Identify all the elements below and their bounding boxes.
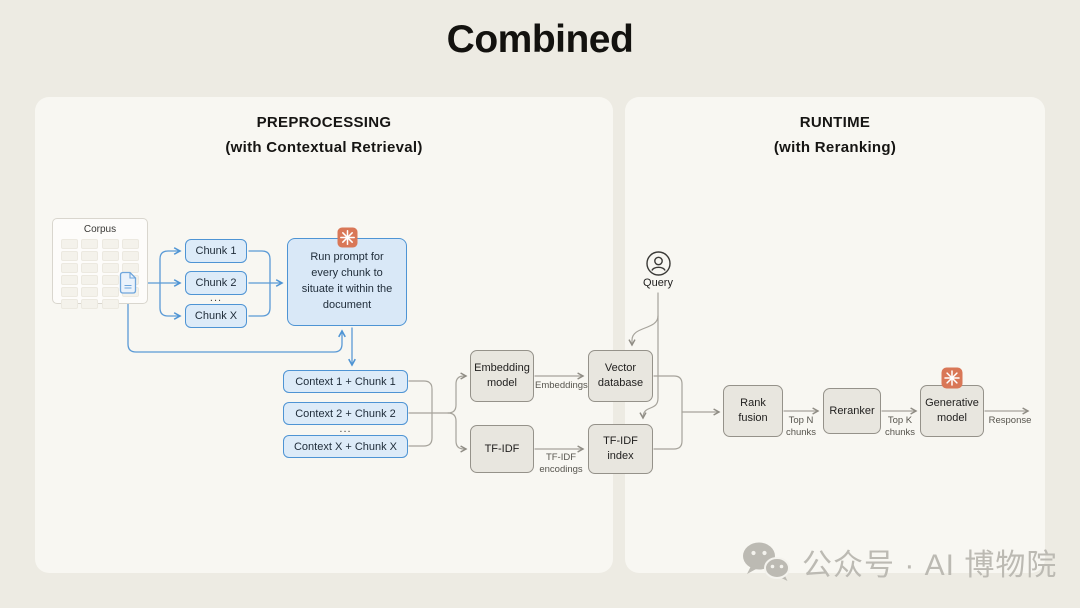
document-icon: [119, 271, 137, 294]
context-1-label: Context 1 + Chunk 1: [295, 375, 396, 388]
tfidf-index-label: TF-IDF index: [603, 435, 638, 462]
context-x-box: Context X + Chunk X: [283, 435, 408, 458]
chunk-x-label: Chunk X: [194, 310, 238, 322]
query-label: Query: [643, 277, 673, 289]
tfidf-index-box: TF-IDF index: [588, 424, 653, 474]
claude-spark-icon: [941, 367, 963, 389]
reranker-box: Reranker: [823, 388, 881, 434]
rank-fusion-box: Rank fusion: [723, 385, 783, 437]
context-2-label: Context 2 + Chunk 2: [295, 407, 396, 420]
context-1-box: Context 1 + Chunk 1: [283, 370, 408, 393]
claude-spark-icon: [337, 227, 358, 248]
query-user-icon: [646, 251, 671, 276]
run-prompt-box: Run prompt for every chunk to situate it…: [287, 238, 407, 326]
vector-database-label: Vector database: [597, 362, 644, 389]
vector-database-box: Vector database: [588, 350, 653, 402]
top-k-chunks-label: Top K chunks: [884, 415, 916, 439]
chunk-x-box: Chunk X: [185, 304, 247, 328]
watermark: 公众号 · AI 博物院: [740, 540, 1057, 584]
chunk-1-label: Chunk 1: [195, 245, 237, 257]
chunk-2-label: Chunk 2: [195, 277, 237, 289]
embedding-model-label: Embedding model: [474, 362, 530, 389]
tfidf-encodings-arrow-label: TF-IDF encodings: [539, 452, 583, 476]
preprocessing-title: PREPROCESSING: [256, 114, 392, 131]
runtime-panel: RUNTIME (with Reranking): [625, 97, 1045, 573]
tfidf-label: TF-IDF: [484, 442, 520, 455]
context-x-label: Context X + Chunk X: [293, 440, 398, 453]
tfidf-box: TF-IDF: [470, 425, 534, 473]
preprocessing-panel: PREPROCESSING (with Contextual Retrieval…: [35, 97, 613, 573]
run-prompt-label: Run prompt for every chunk to situate it…: [301, 251, 393, 311]
corpus-box: Corpus: [52, 218, 148, 309]
response-label: Response: [988, 415, 1032, 426]
preprocessing-subtitle: (with Contextual Retrieval): [225, 138, 423, 156]
page-title: Combined: [446, 18, 634, 61]
chunk-1-box: Chunk 1: [185, 239, 247, 263]
watermark-text: 公众号 · AI 博物院: [802, 549, 1058, 582]
reranker-label: Reranker: [829, 404, 875, 417]
wechat-icon: [743, 542, 790, 581]
runtime-subtitle: (with Reranking): [773, 138, 897, 156]
context-2-box: Context 2 + Chunk 2: [283, 402, 408, 425]
chunks-ellipsis: ...: [209, 292, 223, 304]
rank-fusion-label: Rank fusion: [738, 397, 768, 424]
corpus-label: Corpus: [83, 224, 117, 235]
generative-model-box: Generative model: [920, 385, 984, 437]
embeddings-arrow-label: Embeddings: [535, 380, 588, 391]
embedding-model-box: Embedding model: [470, 350, 534, 402]
runtime-title: RUNTIME: [799, 114, 871, 131]
contexts-ellipsis: ...: [339, 423, 352, 435]
chunk-2-box: Chunk 2: [185, 271, 247, 295]
top-n-chunks-label: Top N chunks: [785, 415, 817, 439]
generative-model-label: Generative model: [925, 397, 979, 424]
